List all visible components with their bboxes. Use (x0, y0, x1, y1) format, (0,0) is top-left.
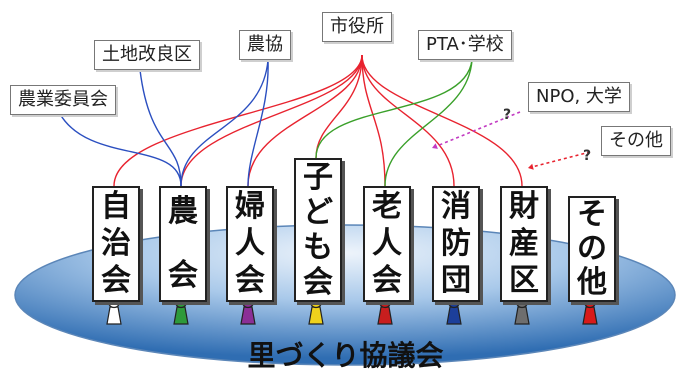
npo-arrow (431, 111, 521, 149)
org-char: 治 (101, 225, 131, 261)
org-char: 農 (168, 193, 198, 229)
org-char: 人 (372, 225, 402, 261)
org-char: 自 (101, 188, 131, 224)
local-org-jichikai: 自 治 会 (92, 186, 140, 302)
noukyou-link (180, 59, 269, 187)
org-char: そ (577, 197, 607, 232)
noukyou-fujin-link (247, 59, 269, 187)
others-question-mark: ? (583, 148, 592, 164)
org-char: 会 (101, 263, 131, 299)
shiyakusho-link (180, 54, 363, 187)
external-org-noukyou: 農協 (239, 30, 291, 60)
org-char: 防 (441, 225, 471, 261)
org-char: 会 (303, 264, 333, 300)
org-char: 財 (509, 188, 539, 224)
local-org-fujinkai: 婦 人 会 (226, 186, 274, 302)
shiyakusho-link (361, 54, 523, 187)
council-label: 里づくり協議会 (247, 339, 444, 372)
tochi-link (139, 69, 182, 187)
external-org-npo-university: NPO, 大学 (528, 82, 630, 112)
pta-roujin-link (384, 59, 473, 187)
others-arrow (527, 151, 591, 169)
external-org-nougyou-iinkai: 農業委員会 (10, 85, 116, 115)
org-char: 産 (509, 225, 539, 261)
npo-question-mark: ? (503, 107, 512, 123)
org-char: 区 (509, 263, 539, 299)
org-char: も (303, 229, 333, 265)
local-org-noukai: 農 会 (159, 186, 207, 302)
org-char: 会 (168, 258, 198, 294)
org-char: 婦 (235, 188, 265, 224)
shiyakusho-link (361, 54, 386, 187)
org-char: 会 (235, 263, 265, 299)
local-org-sonota: そ の 他 (568, 196, 616, 302)
shiyakusho-link (247, 54, 363, 187)
connection-lines (59, 54, 591, 187)
org-char: の (577, 231, 607, 266)
org-char: 老 (372, 188, 402, 224)
person-figure (106, 295, 122, 325)
local-org-zaisanku: 財 産 区 (500, 186, 548, 302)
org-char: 団 (441, 263, 471, 299)
external-org-shiyakusho: 市役所 (322, 12, 392, 42)
pta-kodomo-link (315, 59, 473, 159)
org-char: 消 (441, 188, 471, 224)
org-char: ど (303, 194, 333, 230)
npo-arrowhead (432, 143, 438, 149)
org-char: 他 (577, 265, 607, 300)
org-char: 会 (372, 263, 402, 299)
nougyou-link (59, 113, 182, 187)
others-arrowhead (528, 163, 534, 170)
local-org-kodomokai: 子 ど も 会 (294, 158, 342, 302)
person-figure (173, 295, 189, 325)
external-org-others: その他 (601, 126, 671, 156)
external-org-tochi-kairyouku: 土地改良区 (94, 40, 200, 70)
org-char: 人 (235, 225, 265, 261)
local-org-roujinkai: 老 人 会 (363, 186, 411, 302)
shiyakusho-link (361, 54, 455, 187)
external-org-pta-school: PTA･学校 (418, 30, 512, 60)
local-org-shouboudan: 消 防 団 (432, 186, 480, 302)
org-char: 子 (303, 159, 333, 195)
